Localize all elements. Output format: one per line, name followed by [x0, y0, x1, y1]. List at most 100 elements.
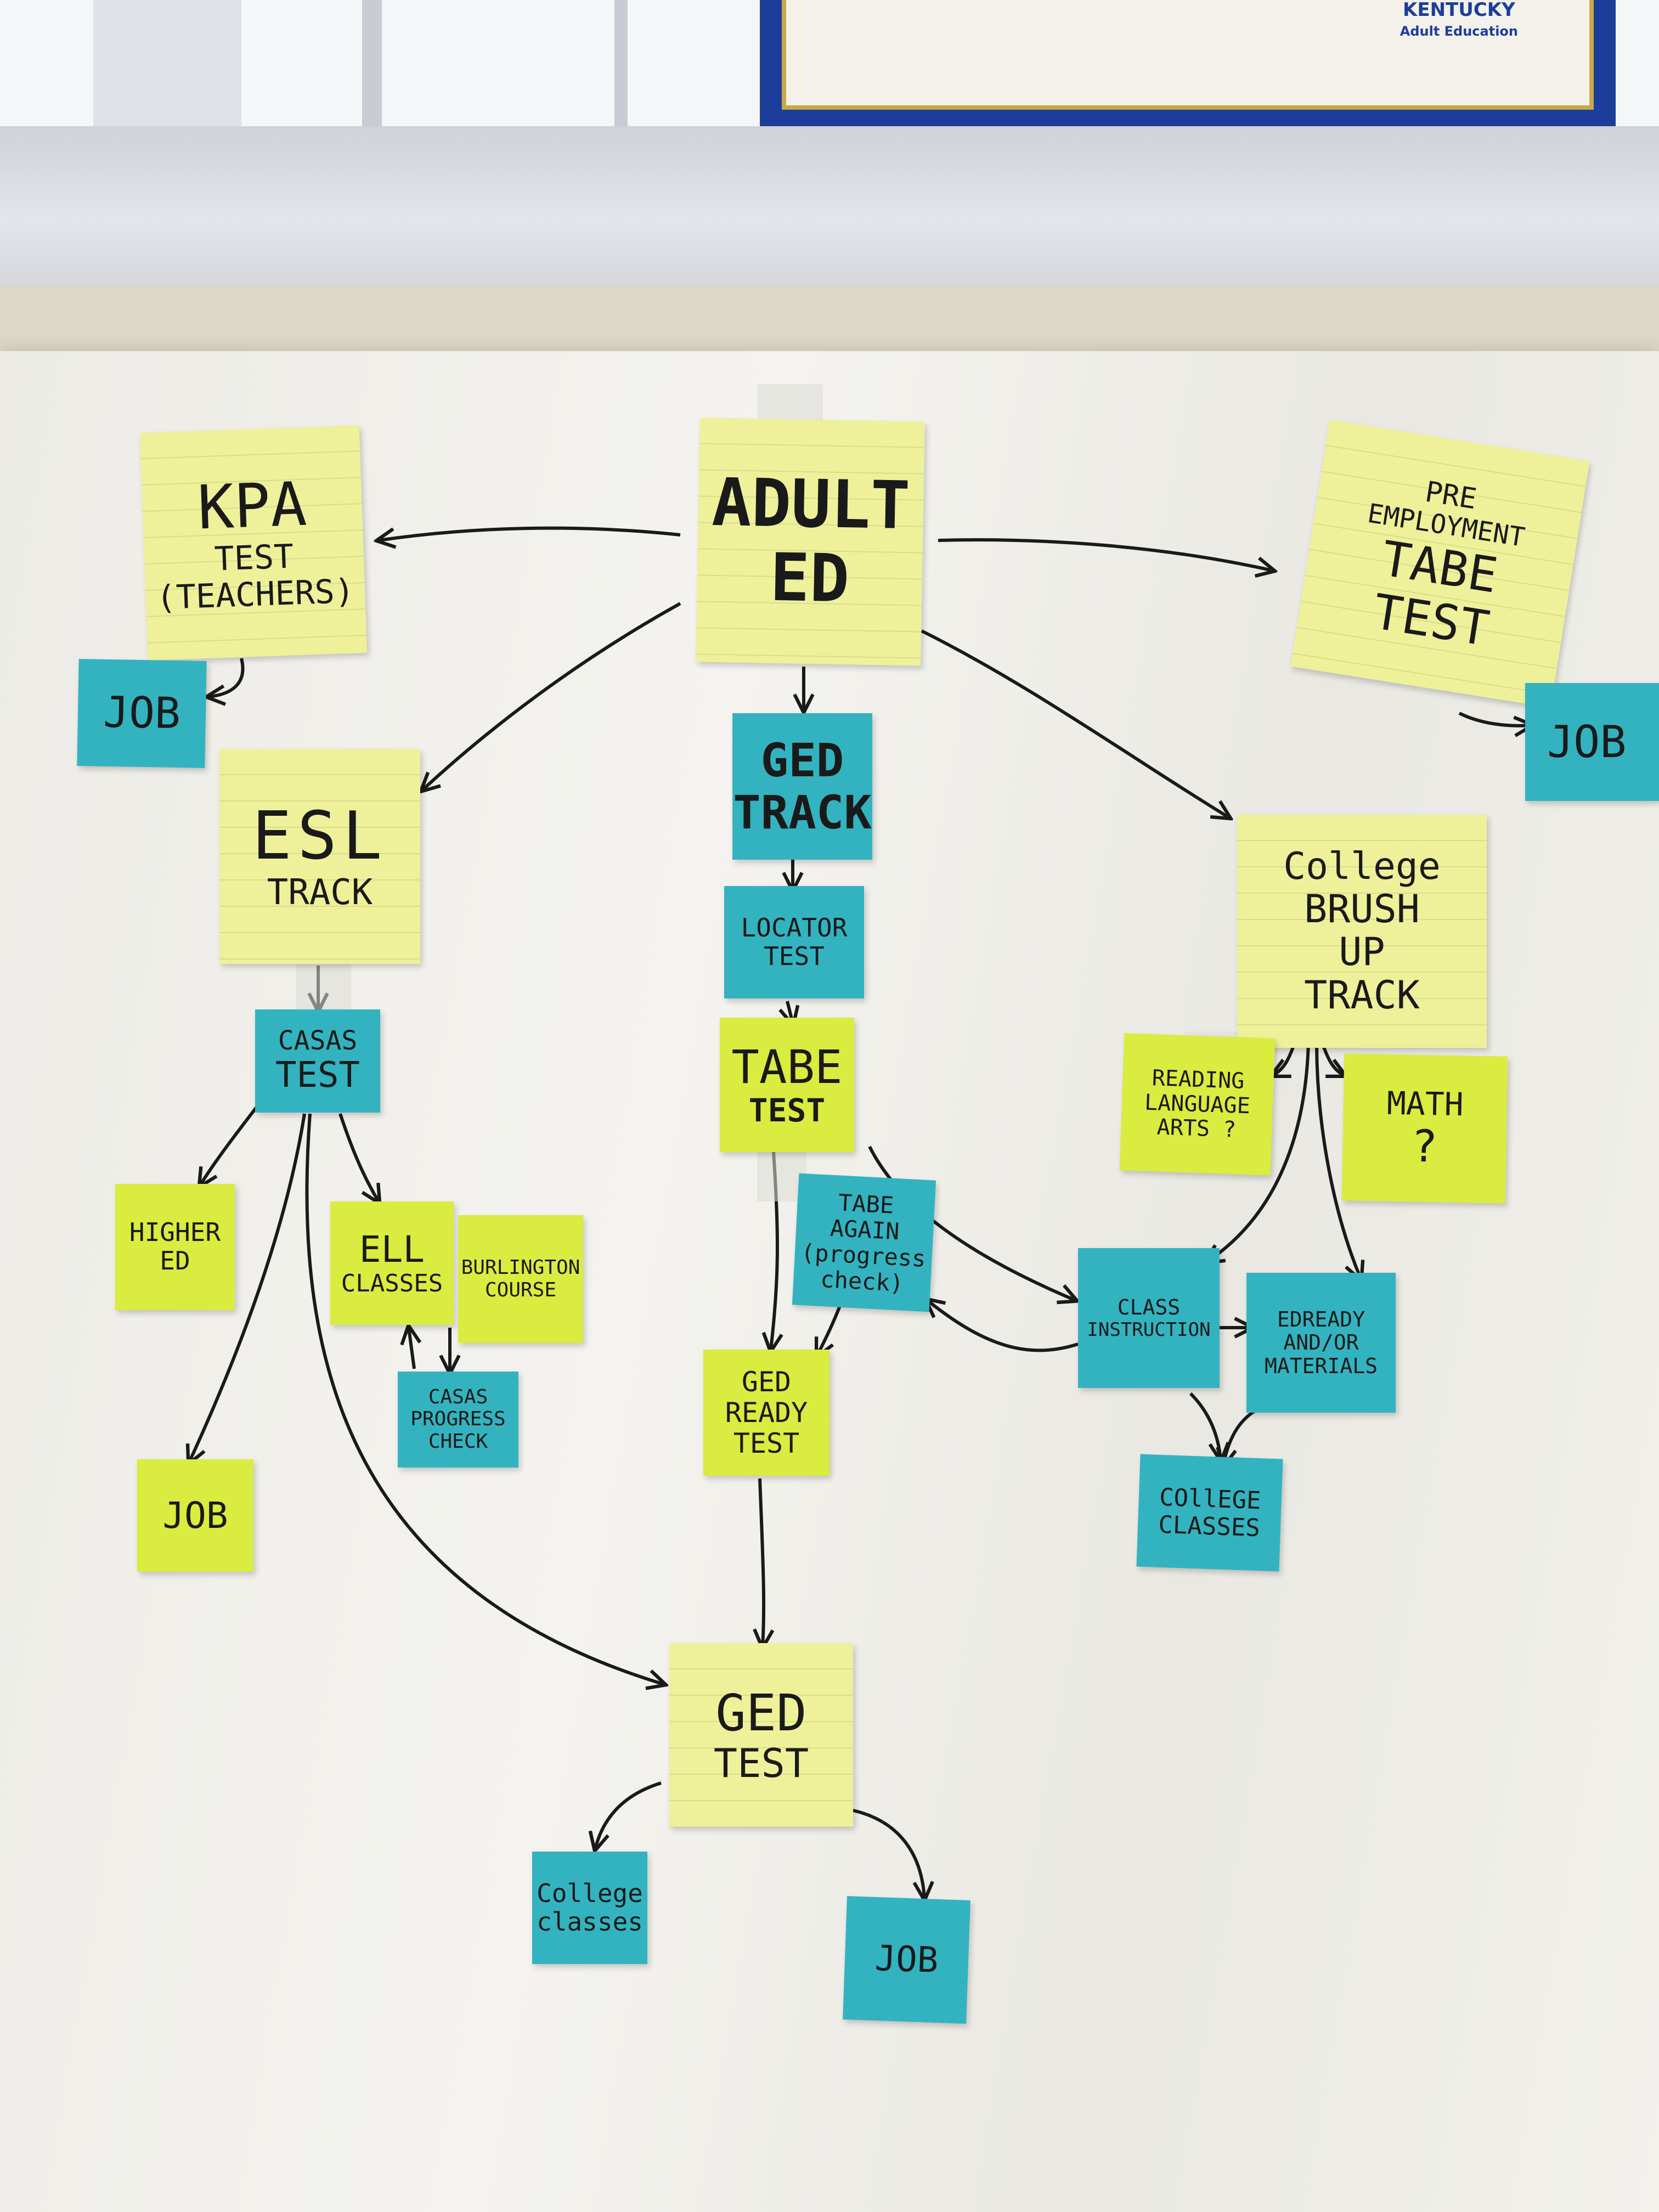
arrow-casas-to-ell [338, 1113, 379, 1201]
note-text: AGAIN [829, 1214, 900, 1245]
arrow-adult-to-college [921, 629, 1229, 817]
note-text: College [537, 1878, 643, 1908]
note-text: READY [725, 1397, 808, 1429]
note-text: TEST [733, 1427, 800, 1459]
note-text: BURLINGTON [461, 1256, 580, 1279]
note-esl-track: ESL TRACK [219, 749, 420, 964]
note-text: (progress [800, 1239, 927, 1272]
note-text: TEST [748, 1092, 826, 1130]
note-tabe-test: TABE TEST [720, 1018, 854, 1152]
note-ell-classes: ELL CLASSES [330, 1201, 454, 1325]
note-ged-test: GED TEST [669, 1643, 853, 1827]
arrow-class-to-college-classes [1189, 1392, 1221, 1459]
arrow-kpa-to-job [208, 658, 245, 697]
logo-line: Adult Education [1400, 24, 1518, 39]
note-text: LOCATOR [741, 912, 848, 943]
note-text: GED [760, 733, 844, 788]
note-text: AND/OR [1283, 1330, 1359, 1355]
note-text: READING [1152, 1065, 1245, 1094]
note-text: GED [715, 1683, 807, 1742]
arrow-college-to-edready [1315, 1042, 1361, 1278]
arrow-casas-to-ged-test [305, 1113, 664, 1684]
window-mullion [362, 0, 382, 132]
note-adult-ed: ADULT ED [696, 417, 925, 666]
note-text: (TEACHERS) [155, 572, 356, 618]
note-text: MATERIALS [1265, 1353, 1378, 1378]
note-text: JOB [103, 687, 181, 739]
note-text: INSTRUCTION [1087, 1318, 1211, 1341]
note-text: ED [160, 1246, 190, 1276]
window-mullion [614, 0, 628, 132]
note-ged-ready-test: GED READY TEST [703, 1350, 830, 1476]
note-text: TRACK [1304, 972, 1420, 1018]
note-text: TRACK [267, 872, 373, 913]
note-class-instruction: CLASS INSTRUCTION [1078, 1248, 1220, 1388]
note-text: ED [769, 539, 850, 617]
note-text: UP [1339, 929, 1385, 975]
note-text: CHECK [428, 1430, 488, 1453]
note-locator-test: LOCATOR TEST [724, 886, 864, 998]
note-text: BRUSH [1304, 886, 1420, 932]
window-frame [93, 0, 241, 132]
arrow-pre-employment-to-job [1458, 712, 1531, 726]
arrow-casas-progress-to-ell [409, 1328, 414, 1369]
note-text: CLASSES [341, 1269, 443, 1297]
note-text: TEST [764, 941, 825, 971]
note-text: TEST [713, 1740, 809, 1786]
note-job-pre-employment: JOB [1525, 683, 1659, 801]
note-text: CASAS [278, 1025, 358, 1057]
arrow-adult-to-pre-employment [938, 538, 1273, 571]
arrow-tabe-again-to-ged-ready [817, 1299, 844, 1355]
note-college-classes-bottom: College classes [532, 1852, 647, 1964]
note-text: LANGUAGE [1144, 1090, 1251, 1119]
note-college-brush-up-track: College BRUSH UP TRACK [1237, 815, 1487, 1048]
note-college-classes-right: COllEGE CLASSES [1136, 1454, 1283, 1572]
note-job-bottom: JOB [843, 1896, 970, 2024]
arrow-college-to-class [1207, 1042, 1310, 1262]
note-reading-language-arts: READING LANGUAGE ARTS ? [1119, 1033, 1276, 1176]
note-text: CLASS [1117, 1295, 1181, 1320]
note-text: ADULT [711, 464, 911, 545]
note-kpa-test: KPA TEST (TEACHERS) [139, 425, 368, 661]
note-text: ? [1410, 1120, 1438, 1172]
note-text: PROGRESS [410, 1408, 506, 1431]
note-text: TRACK [733, 785, 872, 839]
note-text: CLASSES [1158, 1510, 1261, 1542]
kentucky-adult-education-logo: KENTUCKY Adult Education [1400, 0, 1518, 41]
note-text: ELL [359, 1228, 425, 1271]
note-text: classes [537, 1906, 643, 1937]
arrow-casas-to-job [189, 1113, 306, 1462]
arrow-ged-test-to-college-classes [595, 1781, 662, 1849]
note-burlington-course: BURLINGTON COURSE [458, 1215, 583, 1343]
note-tabe-again-progress-check: TABE AGAIN (progress check) [792, 1173, 936, 1312]
framed-certificate: KENTUCKY Adult Education [760, 0, 1616, 145]
note-text: JOB [162, 1494, 228, 1537]
note-pre-employment-tabe-test: PRE EMPLOYMENT TABE TEST [1290, 420, 1590, 708]
note-text: JOB [1547, 716, 1627, 768]
arrow-class-to-tabe-again [927, 1300, 1079, 1352]
note-text: EDREADY [1277, 1307, 1365, 1331]
note-text: ESL [252, 798, 388, 874]
note-job-esl: JOB [137, 1459, 253, 1572]
note-edready-materials: EDREADY AND/OR MATERIALS [1246, 1273, 1396, 1413]
arrow-casas-to-higher-ed [200, 1104, 259, 1185]
note-text: CASAS [428, 1386, 488, 1409]
arrow-adult-to-kpa [379, 526, 681, 540]
note-higher-ed: HIGHER ED [115, 1184, 235, 1310]
note-text: COURSE [484, 1278, 557, 1301]
certificate-paper: KENTUCKY Adult Education [782, 0, 1594, 110]
note-ged-track: GED TRACK [732, 713, 872, 860]
note-text: TEST [275, 1055, 360, 1096]
arrow-edready-to-college-classes [1223, 1403, 1268, 1465]
note-job-kpa: JOB [77, 658, 207, 769]
note-casas-test: CASAS TEST [255, 1009, 380, 1113]
note-text: MATH [1386, 1084, 1464, 1123]
note-text: TEST [213, 537, 295, 579]
arrow-tabe-to-class-instruction [868, 1146, 1075, 1300]
note-text: College [1283, 844, 1441, 888]
note-text: JOB [874, 1938, 939, 1981]
note-text: GED [741, 1366, 792, 1398]
note-text: ARTS ? [1156, 1114, 1237, 1143]
